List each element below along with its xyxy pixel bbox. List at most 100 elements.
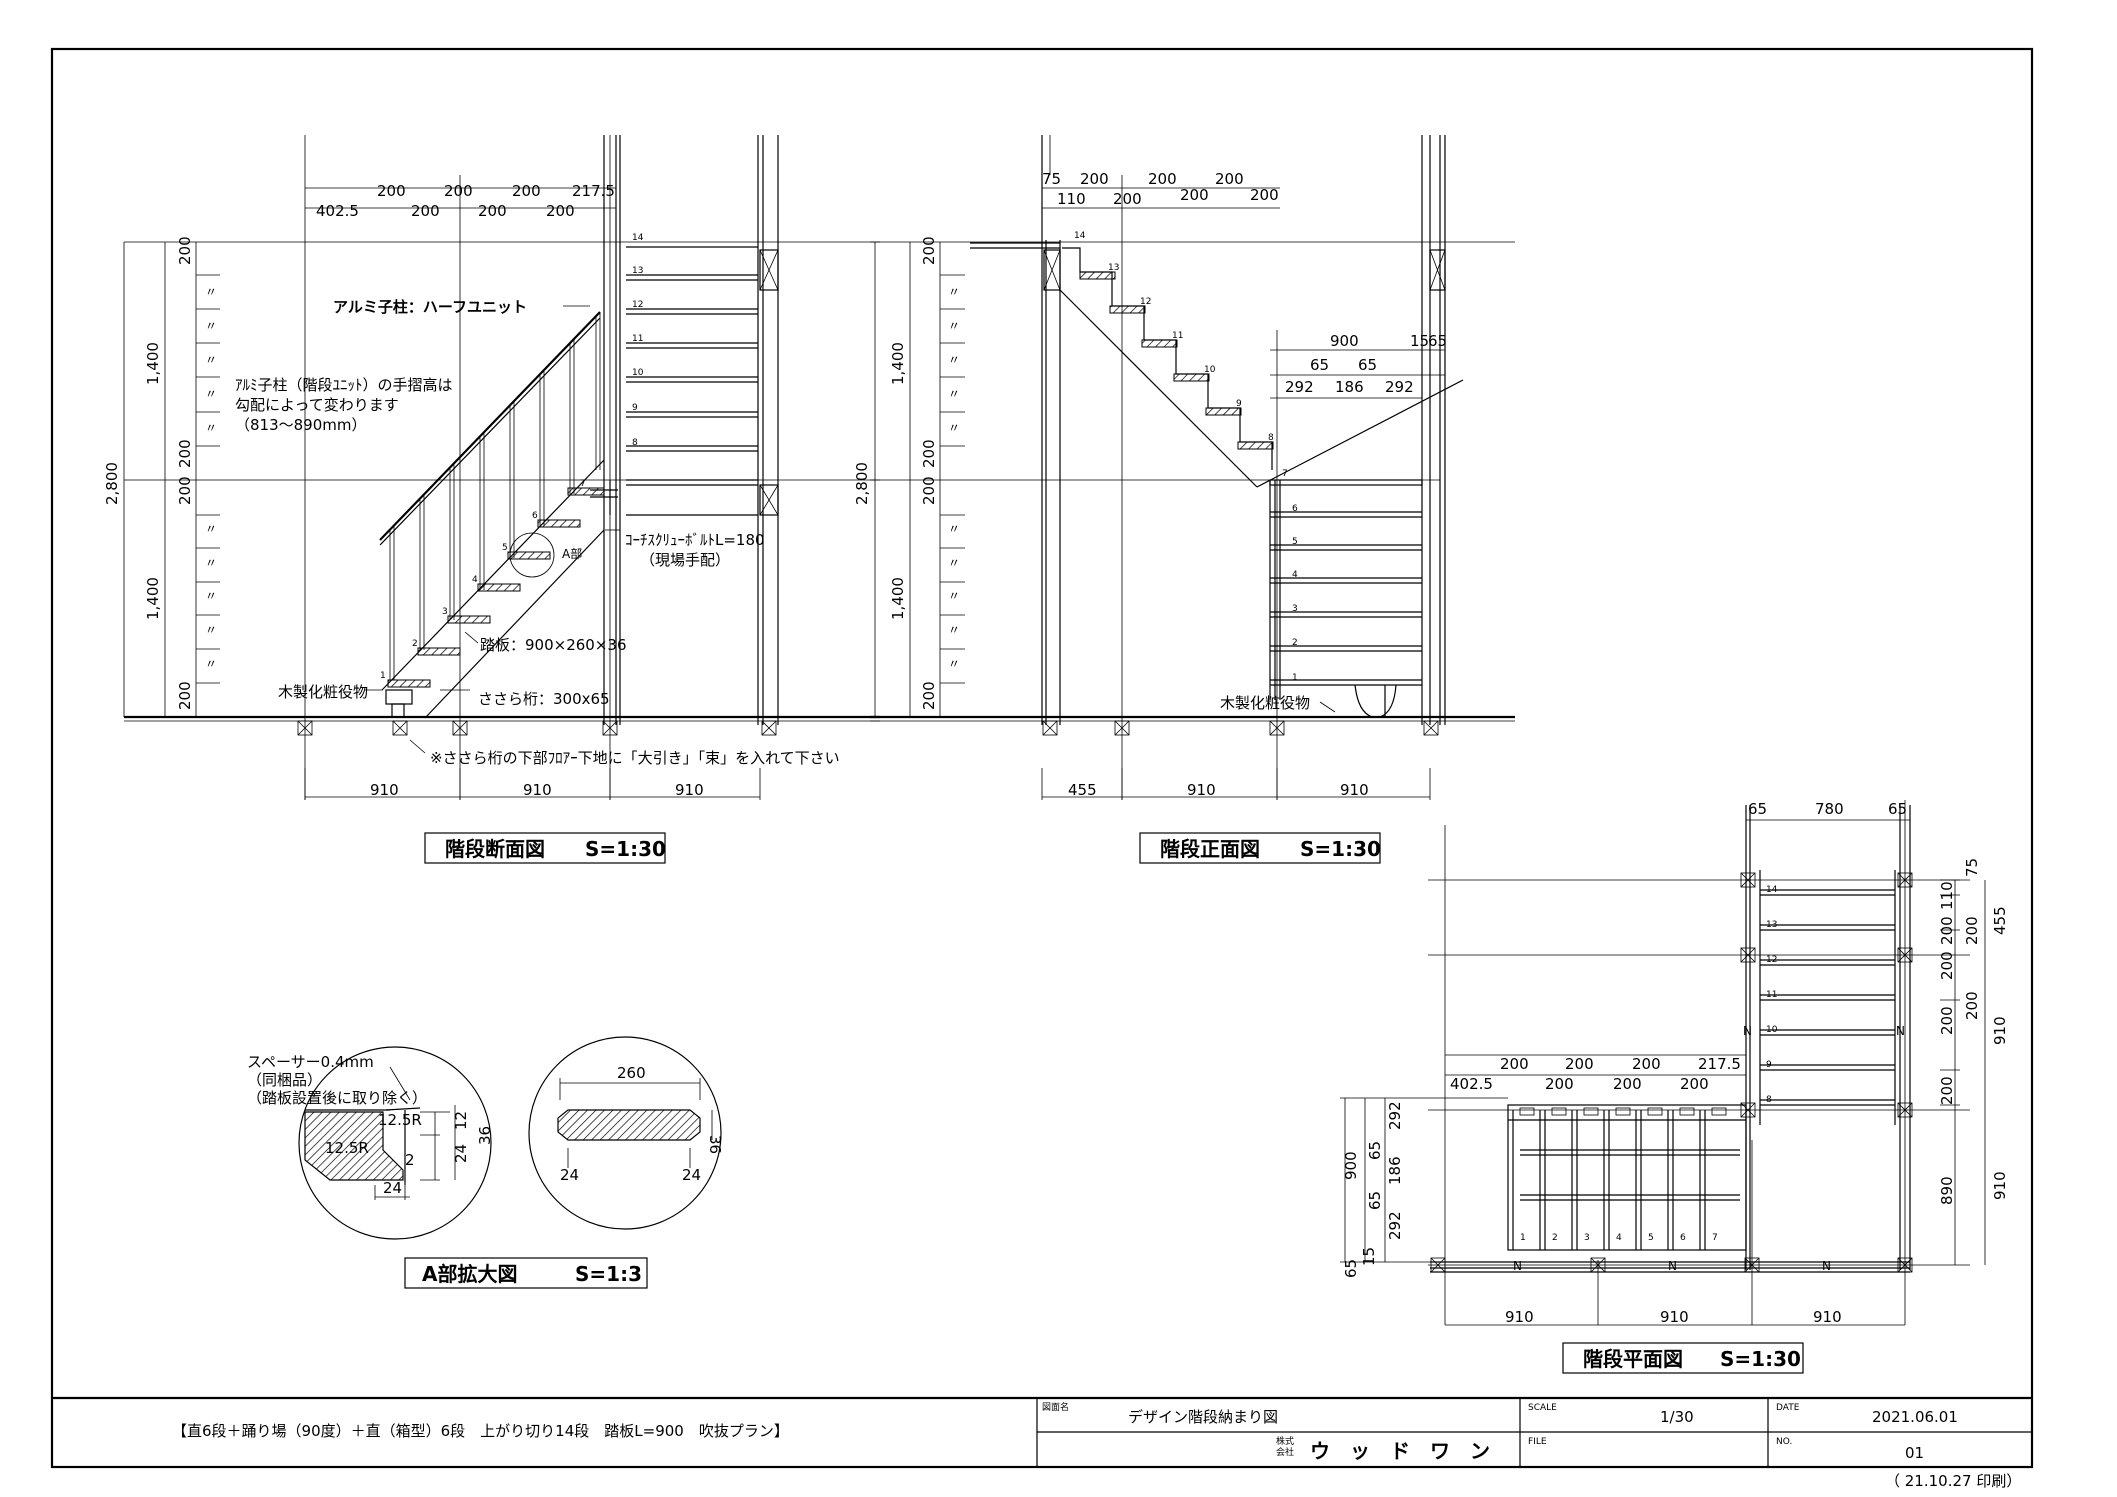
title-block-labels: 【直6段＋踊り場（90度）＋直（箱型）6段 上がり切り14段 踏板L=900 吹… (172, 1401, 2021, 1490)
ditto-6: 〃 (205, 522, 217, 536)
front-step-5: 5 (1292, 537, 1298, 547)
plan-step-6: 6 (1680, 1233, 1686, 1243)
sec-left-dim-1: 200 (176, 236, 194, 265)
sec-left-dim-3: 200 (176, 476, 194, 505)
plan-left-900: 900 (1342, 1151, 1360, 1180)
front-step-6: 6 (1292, 504, 1298, 514)
spacer-label-2: （同梱品） (247, 1071, 322, 1089)
plan-step-3: 3 (1584, 1233, 1590, 1243)
front-tread-292b: 292 (1385, 378, 1414, 396)
plan-step-12: 12 (1766, 955, 1777, 965)
plan-step-1: 1 (1520, 1233, 1526, 1243)
plan-step-8: 8 (1766, 1095, 1772, 1105)
sec-top-dim-4: 217.5 (572, 182, 615, 200)
sec-top-dim2-4: 200 (546, 202, 575, 220)
front-step-13: 13 (1108, 263, 1119, 273)
no-label: NO. (1776, 1437, 1792, 1447)
sec-bottom-dim-1: 910 (370, 781, 399, 799)
plan-bottom-dim-1: 910 (1505, 1308, 1534, 1326)
plan-row-dim-4: 217.5 (1698, 1055, 1741, 1073)
plan-left-186: 186 (1386, 1156, 1404, 1185)
coach-screw-sub: （現場手配） (640, 551, 730, 569)
plan-left-65b: 65 (1366, 1191, 1384, 1210)
plan-step-9: 9 (1766, 1060, 1772, 1070)
plan-top-dim-780: 780 (1815, 800, 1844, 818)
front-step-12: 12 (1140, 297, 1151, 307)
sec-bottom-dim-2: 910 (523, 781, 552, 799)
plan-right-200b: 200 (1938, 951, 1956, 980)
plan-step-13: 13 (1766, 920, 1777, 930)
f-ditto-9: 〃 (948, 623, 960, 637)
sec-left-dim-4: 200 (176, 681, 194, 710)
company-label-2: 会社 (1276, 1446, 1294, 1458)
front-top-dim-2: 200 (1080, 170, 1109, 188)
detail-dim-24: 24 (452, 1144, 470, 1163)
sec-top-dim2-3: 200 (478, 202, 507, 220)
north-mark-1: N (1513, 1259, 1522, 1273)
f-ditto-3: 〃 (948, 353, 960, 367)
front-top-dim2-2: 200 (1113, 190, 1142, 208)
plan-row-dim-3: 200 (1632, 1055, 1661, 1073)
plan-view (1340, 800, 1986, 1374)
section-view (123, 135, 880, 864)
plan-left-292b: 292 (1386, 1211, 1404, 1240)
ditto-8: 〃 (205, 589, 217, 603)
plan-scale: S=1:30 (1720, 1347, 1801, 1371)
sec-step-4: 4 (472, 575, 478, 585)
handrail-note-2: 勾配によって変わります (235, 396, 399, 414)
plan-right-890: 890 (1938, 1176, 1956, 1205)
f-ditto-6: 〃 (948, 522, 960, 536)
plan-left-292a: 292 (1386, 1101, 1404, 1130)
spacer-label-3: （踏板設置後に取り除く） (247, 1089, 427, 1107)
plan-row2-dim-1: 402.5 (1450, 1075, 1493, 1093)
date-label: DATE (1776, 1403, 1800, 1413)
plan-step-14: 14 (1766, 885, 1778, 895)
radius-2: 12.5R (325, 1139, 369, 1157)
front-left-dim-2: 200 (920, 439, 938, 468)
front-title: 階段正面図 (1160, 837, 1260, 861)
front-mid-dim-1: 1,400 (889, 342, 907, 385)
plan-top-dim-65a: 65 (1748, 800, 1767, 818)
sec-step-14: 14 (632, 233, 644, 243)
front-top-dim2-3: 200 (1180, 186, 1209, 204)
front-step-10: 10 (1204, 365, 1216, 375)
f-ditto-4: 〃 (948, 387, 960, 401)
sec-top-dim2-1: 402.5 (316, 202, 359, 220)
front-step-11: 11 (1172, 331, 1183, 341)
detail-dim-12: 12 (452, 1111, 470, 1130)
front-top-dim2-1: 110 (1057, 190, 1086, 208)
ditto-7: 〃 (205, 556, 217, 570)
detail-view-labels: スペーサー0.4mm （同梱品） （踏板設置後に取り除く） 12.5R 12.5… (247, 1053, 724, 1286)
sec-mid-dim-1: 1,400 (144, 342, 162, 385)
section-title: 階段断面図 (445, 837, 545, 861)
sec-step-3: 3 (442, 607, 448, 617)
ditto-2: 〃 (205, 319, 217, 333)
north-mark-3: N (1822, 1259, 1831, 1273)
detail-a-mark: A部 (562, 546, 582, 561)
sec-step-13: 13 (632, 266, 643, 276)
detail-dim-2: 2 (405, 1151, 415, 1169)
detail-scale: S=1:3 (575, 1262, 642, 1286)
front-step-2: 2 (1292, 638, 1298, 648)
front-step-1: 1 (1292, 673, 1298, 683)
ditto-5: 〃 (205, 421, 217, 435)
front-step-4: 4 (1292, 570, 1298, 580)
spacer-label-1: スペーサー0.4mm (247, 1053, 374, 1071)
plan-right-910b: 910 (1991, 1171, 2009, 1200)
front-inner-65b: 65 (1358, 356, 1377, 374)
north-mark-5: N (1896, 1024, 1905, 1038)
no-value: 01 (1905, 1444, 1924, 1462)
section-scale: S=1:30 (585, 837, 666, 861)
drawing-name-label: 図面名 (1042, 1401, 1069, 1413)
ditto-10: 〃 (205, 657, 217, 671)
sec-step-10: 10 (632, 368, 644, 378)
sec-step-5: 5 (502, 543, 508, 553)
front-top-dim2-4: 200 (1250, 186, 1279, 204)
sec-step-1: 1 (380, 671, 386, 681)
detail-dim-24d: 24 (682, 1166, 701, 1184)
front-tread-186: 186 (1335, 378, 1364, 396)
f-ditto-7: 〃 (948, 556, 960, 570)
plan-right-910a: 910 (1991, 1016, 2009, 1045)
floor-note: ※ささら桁の下部ﾌﾛｱｰ下地に「大引き」「束」を入れて下さい (430, 749, 840, 767)
